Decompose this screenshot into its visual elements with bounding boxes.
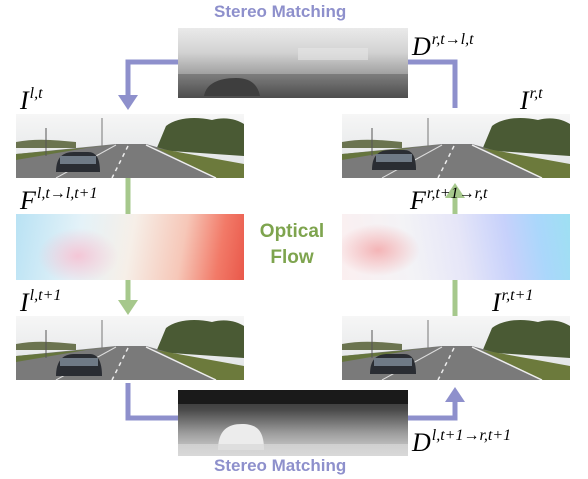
flow-arrowhead-down	[118, 300, 138, 315]
label-d-top-base: D	[412, 32, 431, 61]
arrowhead-down	[118, 95, 138, 110]
label-f-right-base: F	[410, 186, 426, 215]
image-left-t1	[16, 316, 244, 380]
label-f-left-sup: l,t→l,t+1	[36, 185, 98, 202]
label-i-lt1: Il,t+1	[20, 288, 61, 316]
stereo-bottom-left-connector	[125, 383, 178, 421]
arrowhead-up	[445, 387, 465, 402]
label-f-left-base: F	[20, 186, 36, 215]
optical-flow-line1: Optical	[259, 221, 325, 242]
label-i-rt: Ir,t	[520, 86, 543, 114]
label-i-lt1-base: I	[20, 288, 29, 317]
label-i-rt1: Ir,t+1	[492, 288, 533, 316]
stereo-matching-top-title: Stereo Matching	[214, 2, 347, 21]
flow-arrowhead-up	[445, 183, 465, 198]
stereo-matching-bottom-title: Stereo Matching	[214, 456, 347, 475]
image-right-t	[342, 114, 570, 178]
disparity-map-bottom	[178, 390, 408, 456]
label-d-top: Dr,t→l,t	[412, 32, 474, 60]
optical-flow-left	[16, 214, 244, 280]
label-i-lt: Il,t	[20, 86, 43, 114]
disparity-map-top	[178, 28, 408, 98]
label-d-bottom-sup: l,t+1→r,t+1	[431, 427, 512, 444]
optical-flow-title: Optical Flow	[252, 219, 332, 271]
image-right-t1	[342, 316, 570, 380]
label-d-top-sup: r,t→l,t	[431, 31, 474, 48]
image-left-t	[16, 114, 244, 178]
stereo-top-left-connector	[125, 59, 178, 97]
label-f-left: Fl,t→l,t+1	[20, 186, 97, 214]
label-i-rt1-sup: r,t+1	[501, 287, 534, 304]
stereo-bottom-right-connector	[408, 400, 458, 421]
optical-flow-right	[342, 214, 570, 280]
label-i-lt-base: I	[20, 86, 29, 115]
label-i-lt1-sup: l,t+1	[29, 287, 62, 304]
label-f-right-sup: r,t+1→r,t	[426, 185, 488, 202]
optical-flow-line2: Flow	[270, 247, 314, 268]
label-d-bottom: Dl,t+1→r,t+1	[412, 428, 511, 456]
label-i-rt-base: I	[520, 86, 529, 115]
label-f-right: Fr,t+1→r,t	[410, 186, 487, 214]
label-i-rt-sup: r,t	[529, 85, 543, 102]
label-i-lt-sup: l,t	[29, 85, 43, 102]
label-i-rt1-base: I	[492, 288, 501, 317]
label-d-bottom-base: D	[412, 428, 431, 457]
stereo-top-right-connector	[408, 59, 458, 108]
